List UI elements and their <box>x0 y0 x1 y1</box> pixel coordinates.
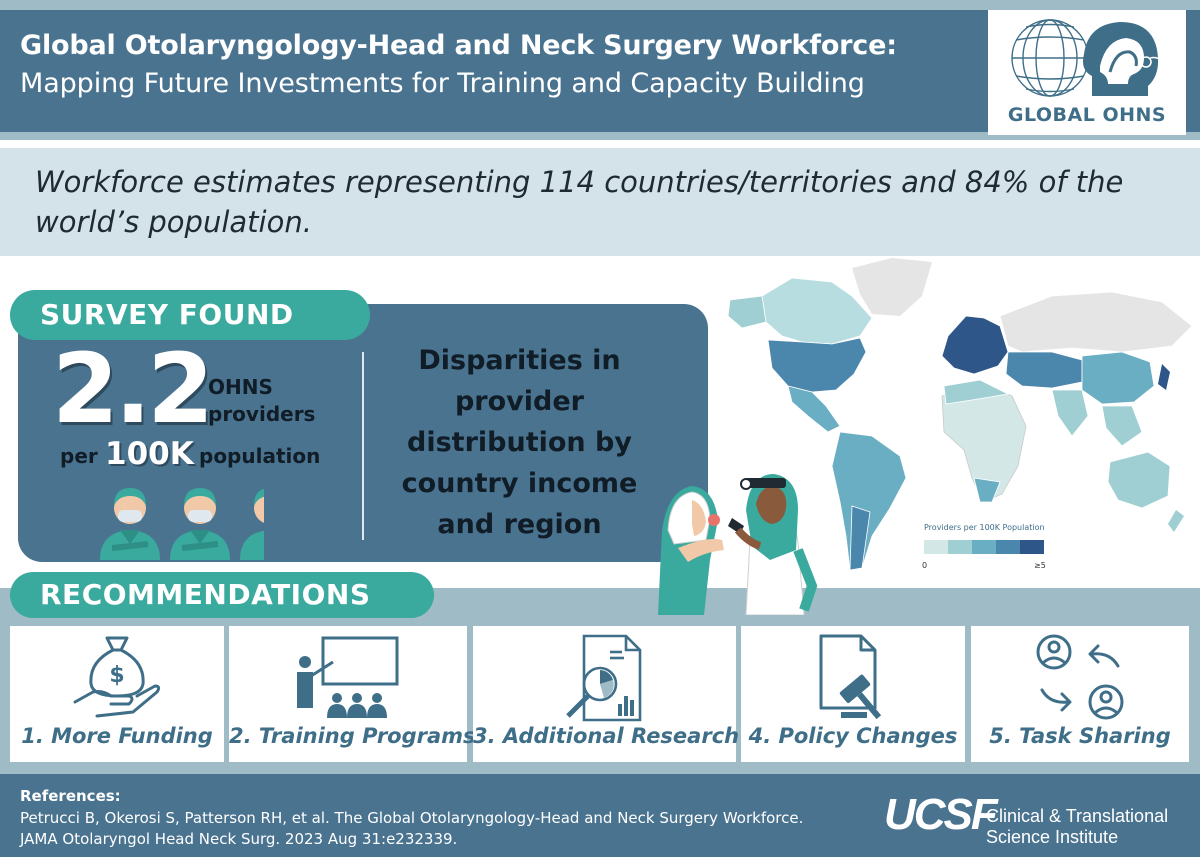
global-ohns-logo: GLOBAL OHNS <box>988 10 1186 135</box>
map-japan <box>1158 364 1170 390</box>
map-russia <box>999 291 1193 353</box>
surgeons-illustration <box>100 488 264 560</box>
surgeon-icon <box>170 488 230 560</box>
page-subtitle: Mapping Future Investments for Training … <box>20 68 865 99</box>
surgeon-icon-partial <box>240 488 264 560</box>
legend-swatch <box>972 540 996 554</box>
legend-max: ≥5 <box>1034 561 1046 570</box>
map-se-asia <box>1101 405 1143 447</box>
recommendation-card-task-sharing: 5. Task Sharing <box>971 626 1189 762</box>
recommendation-label: 1. More Funding <box>21 724 213 748</box>
stat-unit-line-2: providers <box>208 402 316 426</box>
institute-line-2: Science Institute <box>986 827 1119 847</box>
statement-band: Workforce estimates representing 114 cou… <box>0 148 1200 256</box>
map-south-africa <box>973 477 1001 503</box>
stat-number: 2.2 <box>52 333 214 445</box>
recommendation-label: 5. Task Sharing <box>989 724 1171 748</box>
map-central-asia <box>1005 351 1083 389</box>
recommendation-card-research: 3. Additional Research <box>473 626 740 762</box>
map-south-america <box>831 431 907 571</box>
survey-tab: SURVEY FOUND <box>10 290 370 340</box>
statement-text: Workforce estimates representing 114 cou… <box>35 165 1124 239</box>
globe-head-icon <box>1011 19 1163 97</box>
map-canada <box>761 277 873 345</box>
surgeon-icon <box>100 488 160 560</box>
legend-swatch <box>948 540 972 554</box>
world-map: Providers per 100K Population 0 ≥5 <box>727 258 1193 571</box>
legend-min: 0 <box>922 561 927 570</box>
survey-title: SURVEY FOUND <box>40 298 294 331</box>
stat-population: population <box>199 444 321 468</box>
recommendation-card-policy: 4. Policy Changes <box>741 626 965 762</box>
legend-swatch <box>924 540 948 554</box>
map-north-africa <box>943 379 1010 405</box>
stat-per: per <box>60 444 98 468</box>
patient-doctor-illustration <box>658 474 818 615</box>
legend-swatch <box>996 540 1020 554</box>
svg-text:$: $ <box>109 663 124 688</box>
map-india <box>1051 389 1089 437</box>
survey-divider <box>362 352 364 540</box>
map-europe <box>941 315 1009 375</box>
recommendations-tab: RECOMMENDATIONS <box>10 572 434 618</box>
recommendation-card-funding: $ 1. More Funding <box>10 626 224 762</box>
institute-line-1: Clinical & Translational <box>986 806 1169 826</box>
disparities-text: Disparities in provider distribution by … <box>401 345 638 540</box>
map-china <box>1081 351 1155 405</box>
ucsf-logo: UCSF <box>884 790 998 839</box>
map-argentina <box>849 505 871 571</box>
legend-swatches <box>924 540 1044 554</box>
map-mexico <box>787 385 841 433</box>
institute-name: Clinical & Translational Science Institu… <box>986 806 1168 848</box>
legend-swatch <box>1020 540 1044 554</box>
stat-unit: OHNS providers <box>208 374 315 428</box>
logo-text: GLOBAL OHNS <box>1007 104 1167 126</box>
page-title: Global Otolaryngology-Head and Neck Surg… <box>20 30 897 61</box>
footer: References: Petrucci B, Okerosi S, Patte… <box>0 774 1200 857</box>
map-new-zealand <box>1168 510 1184 532</box>
stat-100k: 100K <box>105 436 194 472</box>
recommendation-label: 4. Policy Changes <box>748 724 958 748</box>
gavel-document-icon <box>819 634 882 720</box>
stat-unit-line-1: OHNS <box>208 375 273 399</box>
map-alaska <box>727 295 767 329</box>
research-magnifier-icon <box>565 634 641 722</box>
classroom-icon <box>297 636 399 718</box>
user-exchange-icon <box>1036 634 1124 720</box>
recommendation-card-training: 2. Training Programs <box>229 626 476 762</box>
legend-title: Providers per 100K Population <box>924 523 1045 532</box>
map-australia <box>1107 451 1171 509</box>
map-usa <box>767 337 867 393</box>
header: Global Otolaryngology-Head and Neck Surg… <box>0 0 1200 140</box>
map-greenland <box>852 258 932 316</box>
recommendation-label: 2. Training Programs <box>229 724 476 748</box>
references-heading: References: <box>20 787 121 805</box>
recommendation-label: 3. Additional Research <box>473 724 740 748</box>
references-text: Petrucci B, Okerosi S, Patterson RH, et … <box>20 809 804 848</box>
money-bag-hand-icon: $ <box>73 636 161 718</box>
recommendations-title: RECOMMENDATIONS <box>40 578 371 611</box>
